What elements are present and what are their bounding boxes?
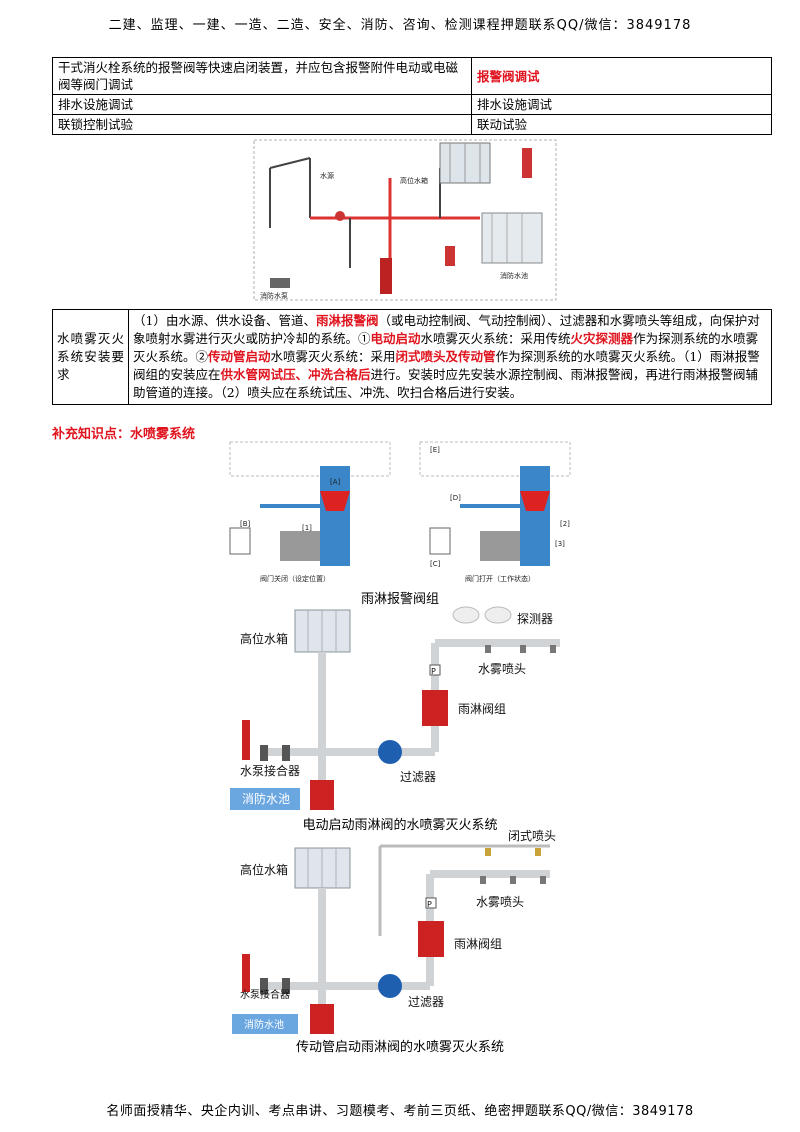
text-run: 水喷雾灭火系统：采用传统: [420, 331, 571, 346]
marker: [C]: [430, 560, 441, 568]
electric-start-system-diagram: 高位水箱 探测器 水雾喷头 雨淋阀组 水泵接合器 过滤器 P 消防水池: [230, 606, 560, 810]
highlight-text: 供水管网试压、冲洗合格后: [220, 367, 371, 382]
text-run: 进行。安装时应先安装水源控制阀、雨淋报警阀，再进行雨淋报警阀辅助管道的连接。（2…: [133, 367, 759, 400]
label-nozzle: 水雾喷头: [476, 895, 524, 909]
table-row: 联锁控制试验 联动试验: [52, 114, 772, 135]
transmission-pipe-system-diagram: 高位水箱 闭式喷头 水雾喷头 雨淋阀组 水泵接合器 过滤器 P 消防水池: [232, 829, 556, 1034]
figure-caption: 电动启动雨淋阀的水喷雾灭火系统: [302, 818, 498, 833]
marker: [D]: [450, 494, 461, 502]
label-pool: 消防水池: [244, 1018, 284, 1031]
svg-text:水源: 水源: [320, 171, 334, 180]
svg-text:高位水箱: 高位水箱: [400, 176, 428, 185]
table-row: 水喷雾灭火系统安装要求 （1）由水源、供水设备、管道、雨淋报警阀（或电动控制阀、…: [52, 309, 772, 405]
label-pressure: P: [431, 667, 436, 676]
text-run: 作为探测系统的水喷雾灭火系统。（1）雨淋报警阀组的安装应在: [133, 349, 760, 382]
marker: [3]: [555, 540, 565, 548]
label-pump-connector: 水泵接合器: [240, 988, 290, 1001]
label-pump-connector: 水泵接合器: [240, 763, 300, 778]
highlight-text: 火灾探测器: [570, 331, 634, 346]
label-tank: 高位水箱: [240, 631, 288, 646]
marker: [1]: [302, 524, 312, 532]
marker: [2]: [560, 520, 570, 528]
valve-open-panel: [E] [C] [D] [2] [3] 阀门打开（工作状态）: [419, 441, 571, 583]
label-detector: 探测器: [517, 612, 553, 626]
svg-text:消防水池: 消防水池: [500, 271, 528, 280]
marker: [B]: [240, 520, 251, 528]
installation-requirements-table: 水喷雾灭火系统安装要求 （1）由水源、供水设备、管道、雨淋报警阀（或电动控制阀、…: [52, 309, 772, 405]
highlight-text: 电动启动: [370, 331, 421, 346]
valve-closed-panel: [A] [1] [B] 阀门关闭（设定位置）: [229, 441, 391, 583]
table-row: 干式消火栓系统的报警阀等快速启闭装置，并应包含报警附件电动或电磁阀等阀门调试 报…: [52, 57, 772, 95]
table-cell: 报警阀调试: [471, 57, 772, 95]
table-cell: 联动试验: [471, 114, 772, 135]
hydrant-system-diagram: 水源 高位水箱 消防水池 消防水泵: [253, 139, 557, 301]
test-items-table: 干式消火栓系统的报警阀等快速启闭装置，并应包含报警附件电动或电磁阀等阀门调试 报…: [52, 57, 772, 135]
marker: [E]: [430, 446, 440, 454]
label-filter: 过滤器: [400, 770, 436, 784]
deluge-valve-diagram: [A] [1] [B] 阀门关闭（设定位置） [E] [C] [D] [2] […: [229, 441, 571, 583]
label-filter: 过滤器: [408, 995, 444, 1009]
page-header: 二建、监理、一建、一造、二造、安全、消防、咨询、检测课程押题联系QQ/微信：38…: [108, 18, 692, 33]
requirements-text: （1）由水源、供水设备、管道、雨淋报警阀（或电动控制阀、气动控制阀）、过滤器和水…: [128, 309, 772, 405]
text-run: 作为探测系统的水喷雾灭火系统。②: [133, 331, 759, 364]
table-cell: 干式消火栓系统的报警阀等快速启闭装置，并应包含报警附件电动或电磁阀等阀门调试: [52, 57, 472, 95]
table-cell: 联锁控制试验: [52, 114, 472, 135]
panel-caption: 阀门打开（工作状态）: [465, 574, 535, 583]
figure-caption: 传动管启动雨淋阀的水喷雾灭火系统: [295, 1040, 504, 1055]
highlight-text: 闭式喷头及传动管: [395, 349, 496, 364]
table-row: 排水设施调试 排水设施调试: [52, 94, 772, 115]
text-run: 水喷雾灭火系统：采用: [270, 349, 396, 364]
panel-caption: 阀门关闭（设定位置）: [260, 574, 330, 583]
label-closed-sprinkler: 闭式喷头: [508, 829, 556, 843]
label-nozzle: 水雾喷头: [478, 662, 526, 676]
text-run: （1）由水源、供水设备、管道、: [133, 313, 316, 328]
marker: [A]: [330, 478, 341, 486]
supplement-heading: 补充知识点：水喷雾系统: [52, 427, 196, 442]
label-pool: 消防水池: [242, 791, 290, 806]
table-cell: 排水设施调试: [471, 94, 772, 115]
text-run: （或电动控制阀、气动控制阀）、过滤器和水雾喷头等组成，向保护对象喷射水雾进行灭火…: [133, 313, 760, 346]
label-valve: 雨淋阀组: [458, 702, 506, 716]
label-pressure: P: [427, 900, 432, 909]
label-tank: 高位水箱: [240, 862, 288, 877]
figure-caption: 雨淋报警阀组: [360, 592, 439, 607]
highlight-text: 雨淋报警阀: [315, 313, 379, 328]
label-valve: 雨淋阀组: [454, 937, 502, 951]
page-footer: 名师面授精华、央企内训、考点串讲、习题模考、考前三页纸、绝密押题联系QQ/微信：…: [106, 1104, 694, 1119]
row-label: 水喷雾灭火系统安装要求: [52, 309, 129, 405]
svg-text:消防水泵: 消防水泵: [260, 291, 288, 300]
table-cell: 排水设施调试: [52, 94, 472, 115]
highlight-text: 传动管启动: [208, 349, 271, 364]
